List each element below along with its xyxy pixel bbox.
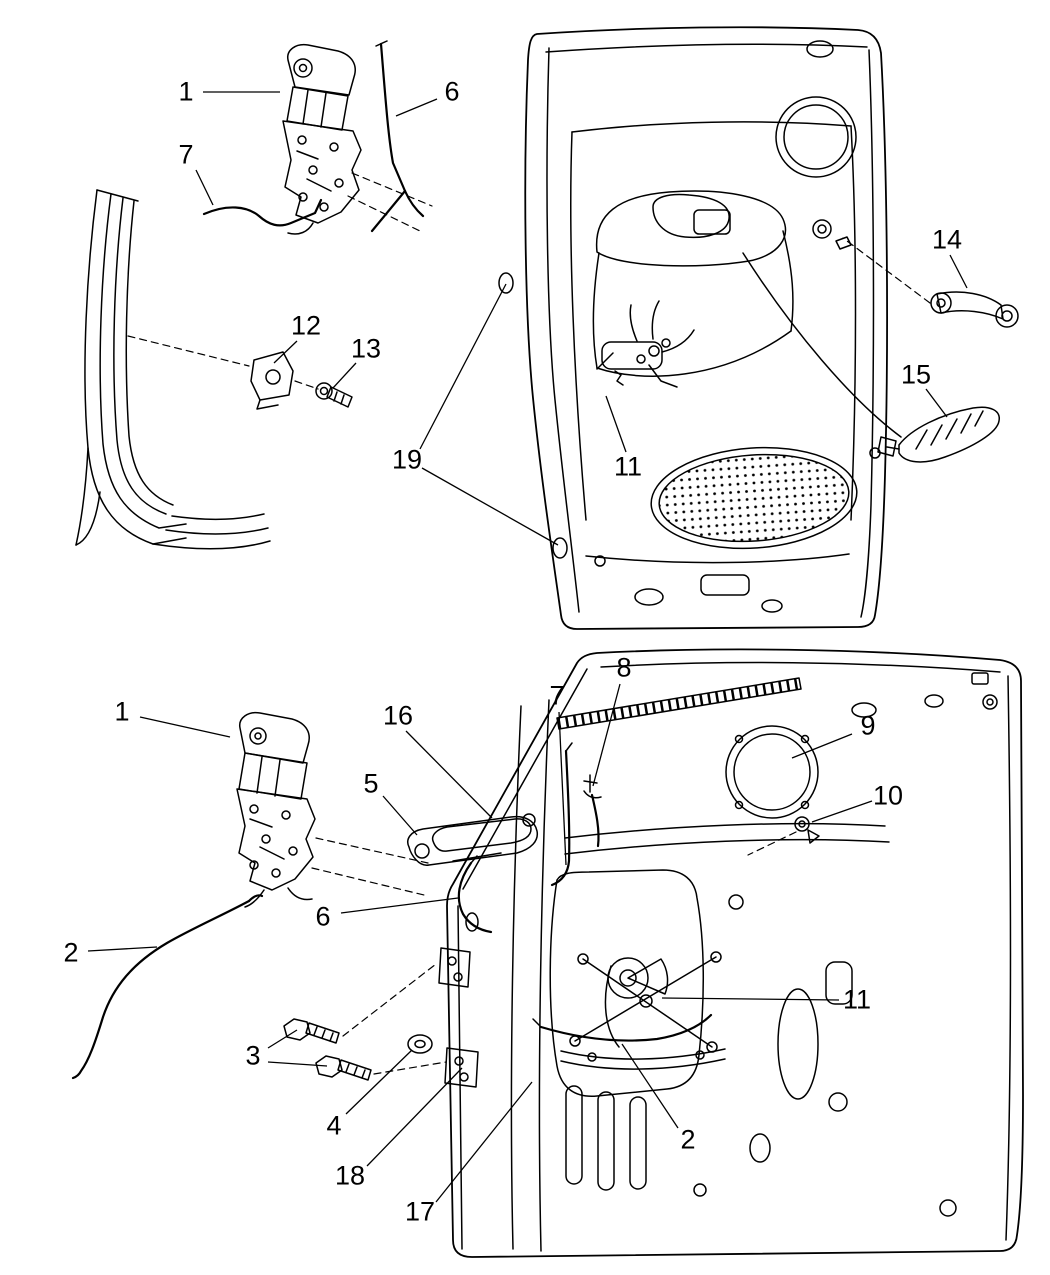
callout-7-12: 7 (549, 680, 565, 711)
leader-line (366, 1067, 463, 1167)
callout-11-6: 11 (613, 451, 643, 482)
leader-line (558, 711, 567, 866)
bottom-view (71, 648, 1024, 1258)
leader-line (273, 340, 298, 364)
callout-15-8: 15 (900, 359, 932, 390)
callout-13-4: 13 (350, 333, 382, 364)
leader-line (405, 730, 493, 819)
leader-line (267, 1061, 328, 1067)
release-rod-top (202, 198, 323, 227)
callout-16-10: 16 (382, 700, 414, 731)
leader-line (925, 388, 948, 418)
leader-line (395, 98, 438, 117)
alignment-dashed-lines-bottom (311, 831, 797, 1075)
door-inner-panel (438, 648, 1024, 1258)
callout-2-17: 2 (63, 937, 79, 968)
leader-line (382, 795, 418, 836)
leader-line (139, 716, 231, 738)
callout-8-13: 8 (616, 652, 632, 683)
callout-4-19: 4 (326, 1110, 342, 1141)
leader-line (811, 800, 873, 823)
leader-line (87, 946, 158, 952)
door-latch-assembly-top (282, 43, 362, 235)
handle-rods-bottom (457, 742, 602, 934)
callout-17-21: 17 (404, 1196, 436, 1227)
leader-line (949, 254, 968, 289)
callout-1-0: 1 (178, 76, 194, 107)
callout-6-16: 6 (315, 901, 331, 932)
callout-10-15: 10 (872, 780, 904, 811)
leader-line (605, 395, 627, 453)
leader-line (661, 997, 840, 1001)
trim-panel (498, 26, 902, 630)
lock-rod-top (370, 40, 425, 233)
callout-7-2: 7 (178, 139, 194, 170)
callout-3-18: 3 (245, 1040, 261, 1071)
callout-19-5: 19 (391, 444, 423, 475)
leader-line (267, 1029, 298, 1049)
leader-line (195, 169, 214, 206)
callout-9-14: 9 (860, 710, 876, 741)
striker-bolt (315, 382, 353, 408)
leader-line (435, 1081, 533, 1203)
leader-line (791, 733, 853, 759)
striker (250, 351, 294, 410)
pull-handle (869, 406, 1000, 463)
exterior-handle (407, 815, 539, 866)
lock-rod-bottom (71, 894, 264, 1080)
callout-2-23: 2 (680, 1124, 696, 1155)
callout-14-7: 14 (931, 224, 963, 255)
window-crank-handle (930, 291, 1019, 328)
leader-line (419, 283, 507, 450)
leader-line (592, 683, 621, 787)
callout-5-11: 5 (363, 768, 379, 799)
alignment-dashed-lines-top (127, 172, 931, 390)
leader-line (345, 1049, 413, 1115)
callout-18-20: 18 (334, 1160, 366, 1191)
callout-6-1: 6 (444, 76, 460, 107)
leader-line (421, 467, 559, 546)
hole-plug (407, 1034, 433, 1054)
callout-12-3: 12 (290, 310, 322, 341)
door-latch-assembly-bottom (236, 711, 316, 908)
leader-line (332, 362, 357, 389)
callout-1-9: 1 (114, 696, 130, 727)
leader-line (621, 1043, 679, 1129)
door-seal-channel (75, 189, 271, 550)
leader-line (340, 897, 459, 914)
mounting-bolts (283, 1018, 372, 1081)
callout-11-22: 11 (842, 984, 872, 1015)
top-view (75, 26, 1019, 630)
